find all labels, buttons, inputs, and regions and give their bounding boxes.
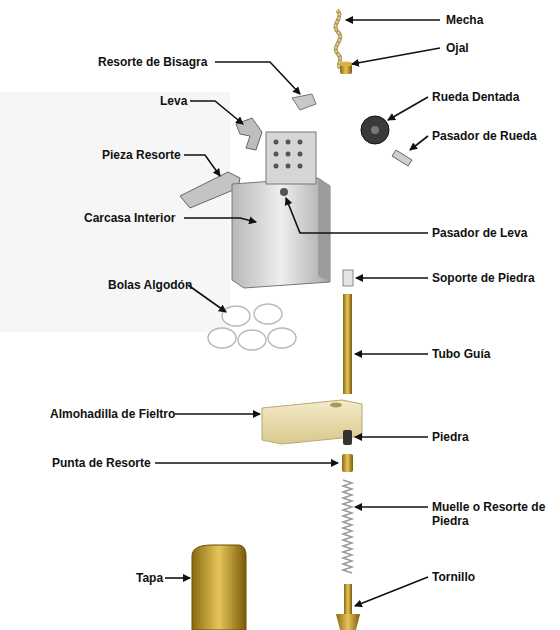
part-label: Resorte de Bisagra	[98, 55, 207, 69]
part-label: Ojal	[446, 41, 469, 55]
chimney-holes	[274, 140, 303, 169]
part-label: Bolas Algodón	[108, 278, 192, 292]
spring-tip	[342, 454, 353, 472]
part-label: Soporte de Piedra	[432, 271, 535, 285]
wheel-pin	[392, 150, 412, 166]
guide-tube	[343, 294, 352, 394]
part-label: Almohadilla de Fieltro	[50, 407, 175, 421]
part-label: Punta de Resorte	[52, 456, 151, 470]
cotton-balls	[208, 304, 296, 350]
part-label: Rueda Dentada	[432, 90, 519, 104]
part-label: Muelle o Resorte de Piedra	[432, 500, 550, 528]
cam	[236, 118, 262, 150]
flint-wheel	[361, 116, 389, 144]
part-label: Tapa	[136, 571, 163, 585]
felt-hole	[330, 403, 342, 408]
wick-twist	[336, 10, 341, 68]
felt-pad	[262, 400, 362, 444]
hinge-spring	[292, 94, 316, 110]
inner-case-side	[318, 178, 330, 282]
screw-shaft	[344, 584, 352, 614]
part-label: Pieza Resorte	[102, 148, 181, 162]
spring-piece	[180, 172, 240, 208]
screw-head	[336, 614, 360, 630]
wick	[336, 10, 341, 68]
flint	[343, 430, 352, 445]
chimney	[266, 132, 316, 184]
background-panel	[0, 92, 230, 332]
part-label: Leva	[160, 94, 187, 108]
part-label: Tubo Guía	[432, 347, 490, 361]
lid	[192, 545, 246, 630]
wheel-hub	[371, 126, 379, 134]
part-label: Pasador de Rueda	[432, 129, 537, 143]
leader-lines	[155, 20, 440, 606]
flint-holder	[343, 270, 353, 286]
part-label: Mecha	[446, 13, 483, 27]
part-label: Piedra	[432, 430, 469, 444]
cam-pin	[280, 188, 288, 196]
part-label: Tornillo	[432, 570, 475, 584]
grommet-top	[339, 62, 353, 67]
flint-spring	[343, 480, 352, 573]
part-label: Pasador de Leva	[432, 226, 527, 240]
part-label: Carcasa Interior	[84, 211, 175, 225]
